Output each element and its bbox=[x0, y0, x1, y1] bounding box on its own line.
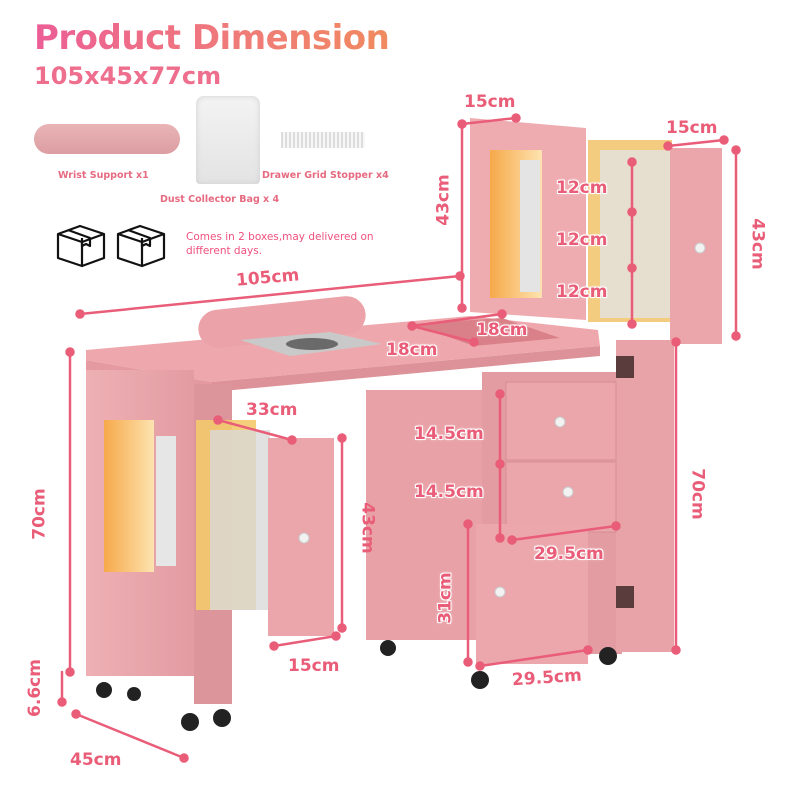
dim-left-pullout-height: 43cm bbox=[357, 502, 378, 554]
wrist-support-icon bbox=[34, 124, 180, 154]
dust-bag-icon bbox=[196, 96, 260, 184]
box-icon bbox=[56, 224, 166, 268]
dim-top-pullout-depth: 15cm bbox=[666, 118, 718, 138]
wrist-support-label: Wrist Support x1 bbox=[58, 170, 149, 181]
grid-stopper-icon bbox=[281, 132, 365, 148]
dim-shelf-1: 12cm bbox=[556, 178, 608, 198]
dim-caster-height: 6.6cm bbox=[24, 659, 45, 717]
dim-left-pullout-width: 33cm bbox=[246, 400, 298, 420]
dim-right-height: 70cm bbox=[687, 468, 708, 520]
dim-left-pullout-depth: 15cm bbox=[288, 656, 340, 676]
grid-stopper-label: Drawer Grid Stopper x4 bbox=[262, 170, 389, 181]
dim-drawer-width: 29.5cm bbox=[534, 544, 604, 564]
shipping-note: Comes in 2 boxes,may delivered on differ… bbox=[186, 231, 374, 257]
dim-top-cabinet-height: 43cm bbox=[433, 174, 454, 226]
dim-top-pullout-height: 43cm bbox=[747, 218, 768, 270]
dim-drawer-2-height: 14.5cm bbox=[414, 482, 484, 502]
dim-left-height: 70cm bbox=[29, 488, 50, 540]
overall-size: 105x45x77cm bbox=[34, 62, 222, 90]
dim-dust-opening-b: 18cm bbox=[476, 320, 528, 340]
dim-shelf-2: 12cm bbox=[556, 230, 608, 250]
dust-bag-label: Dust Collector Bag x 4 bbox=[160, 194, 280, 205]
dim-top-cabinet-depth: 15cm bbox=[464, 92, 516, 112]
dim-drawer-1-height: 14.5cm bbox=[414, 424, 484, 444]
dim-total-depth: 45cm bbox=[70, 750, 122, 770]
dim-bottom-drawer-height: 31cm bbox=[435, 572, 456, 624]
dim-dust-opening-a: 18cm bbox=[386, 340, 438, 360]
page-title: Product Dimension bbox=[34, 18, 390, 58]
dim-shelf-3: 12cm bbox=[556, 282, 608, 302]
